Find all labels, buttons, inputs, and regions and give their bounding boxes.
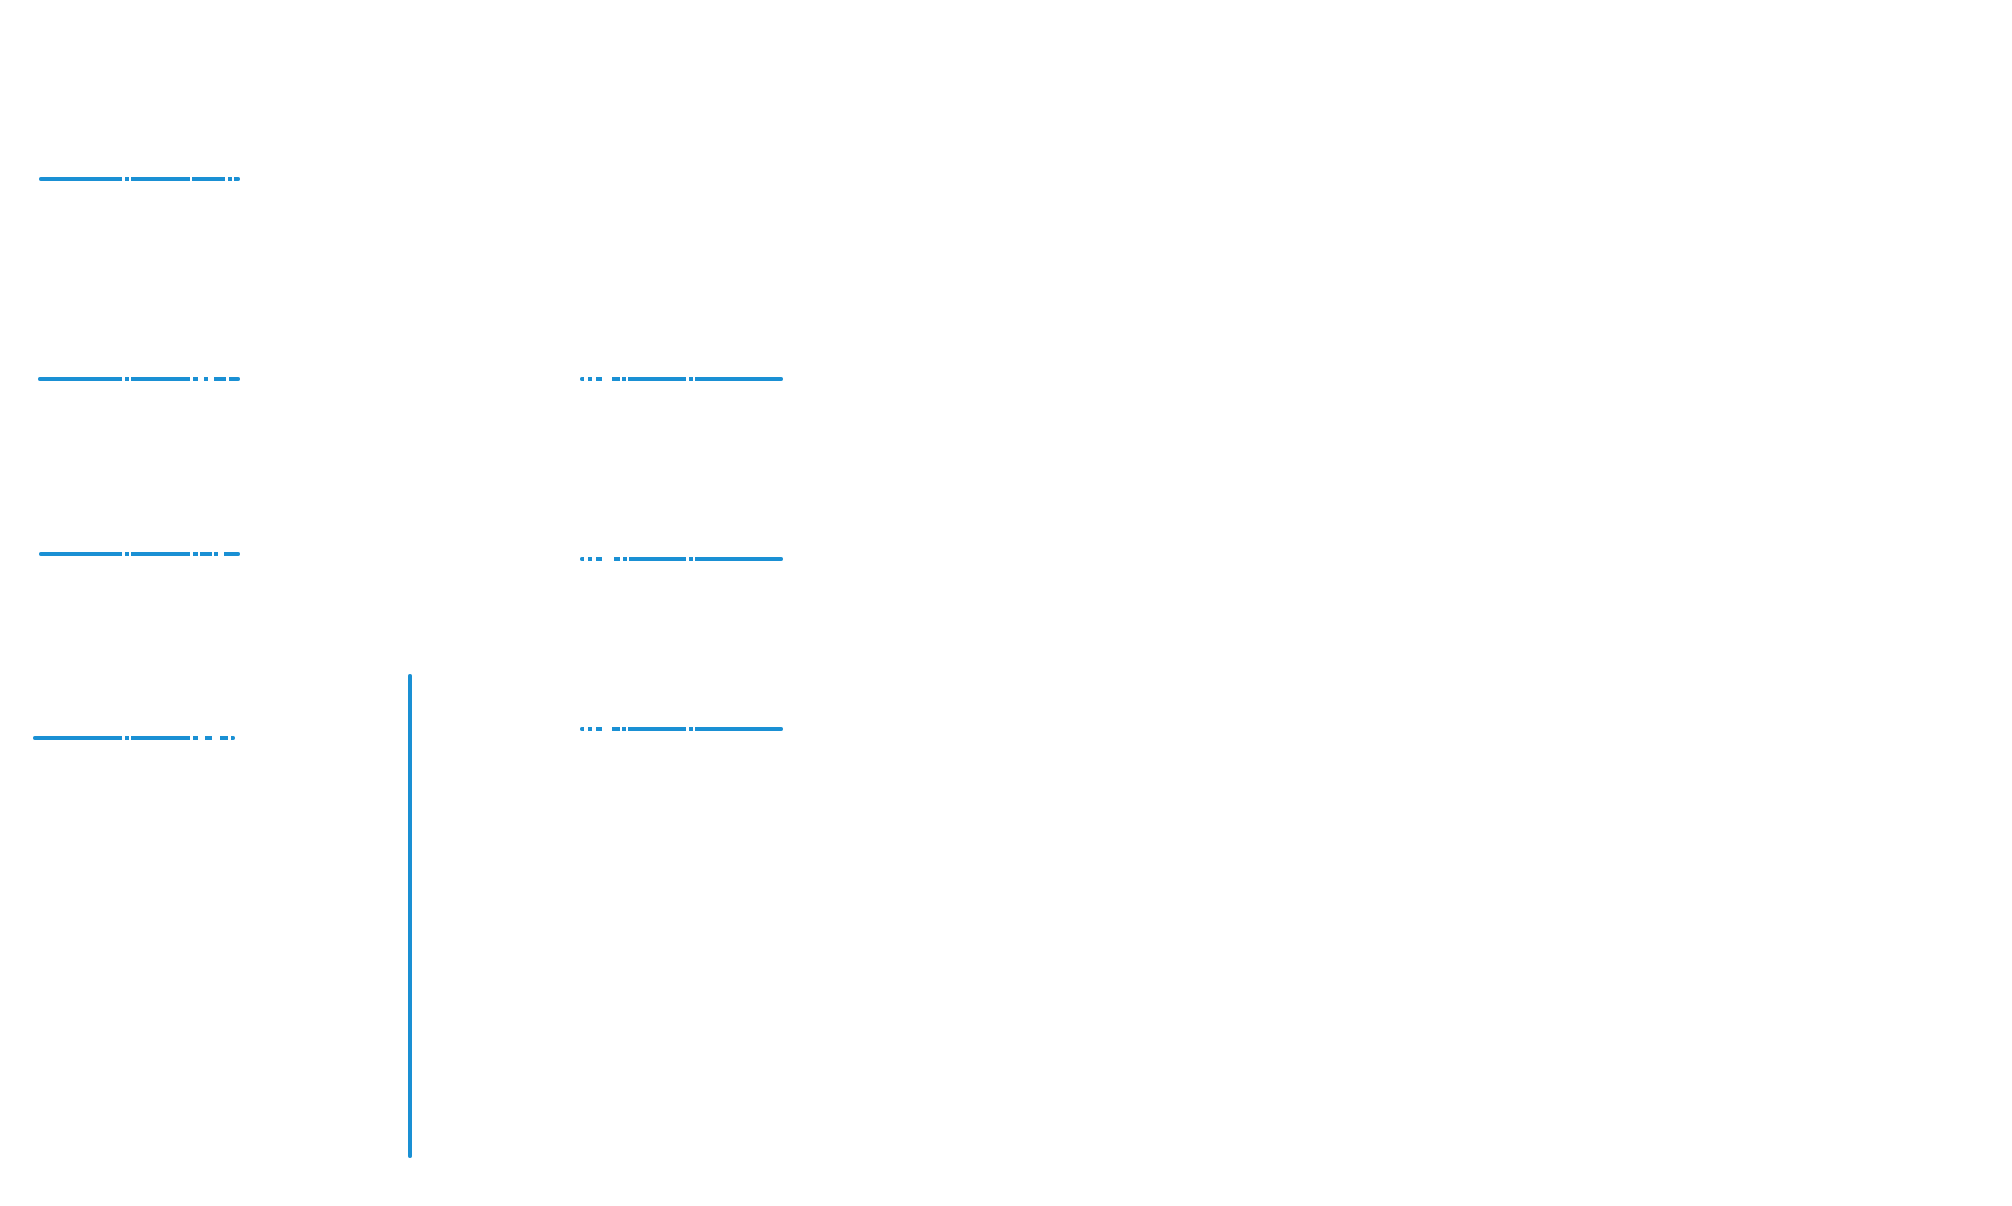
connector-diagram	[33, 176, 783, 1158]
